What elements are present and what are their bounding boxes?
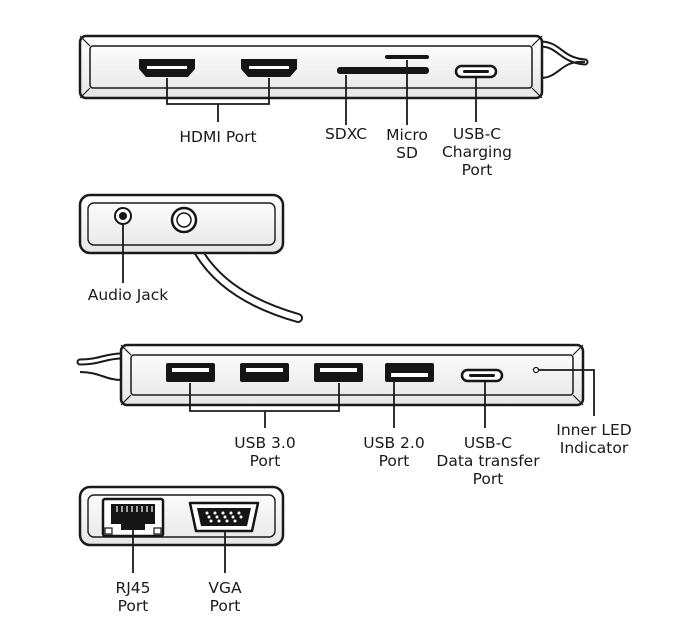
- label-audio-jack: Audio Jack: [87, 286, 169, 304]
- usb-a-port-icon: [385, 363, 434, 382]
- label-rj45-port: RJ45 Port: [115, 579, 151, 615]
- sd-slot-icon: [337, 67, 429, 74]
- cable-icon: [170, 206, 198, 234]
- led-icon: [532, 366, 540, 374]
- label-usb-c-data-port: USB-C Data transfer Port: [436, 434, 540, 488]
- usb-c-port-icon: [460, 368, 504, 383]
- rj45-port-icon: [101, 497, 165, 538]
- usb-a-port-icon: [240, 363, 289, 382]
- label-hdmi-port: HDMI Port: [179, 128, 257, 146]
- cable-icon: [539, 60, 586, 79]
- label-usb-c-charging-port: USB-C Charging Port: [441, 125, 513, 179]
- hub-top-cable: [536, 40, 589, 79]
- hub-top-body: [78, 34, 544, 100]
- hdmi-port-icon: [241, 59, 297, 77]
- usb-a-port-icon: [166, 363, 215, 382]
- usb-a-port-icon: [314, 363, 363, 382]
- hub-top-leaders: [166, 60, 477, 125]
- cable-icon: [79, 371, 123, 381]
- hub-middle-cable: [76, 352, 126, 381]
- sd-slot-icon: [385, 55, 429, 59]
- label-micro-sd: Micro SD: [386, 126, 428, 162]
- audio-jack-icon: [114, 207, 132, 225]
- vga-port-icon: [188, 501, 260, 533]
- hdmi-port-icon: [139, 59, 195, 77]
- label-usb-3-port: USB 3.0 Port: [234, 434, 296, 470]
- label-inner-led-indicator: Inner LED Indicator: [556, 421, 632, 457]
- hub-middle-leaders: [189, 369, 595, 428]
- label-vga-port: VGA Port: [208, 579, 242, 615]
- hub-bottom-leaders: [132, 530, 226, 573]
- usb-c-port-icon: [454, 64, 498, 79]
- label-sdxc: SDXC: [324, 125, 368, 143]
- label-usb-2-port: USB 2.0 Port: [363, 434, 425, 470]
